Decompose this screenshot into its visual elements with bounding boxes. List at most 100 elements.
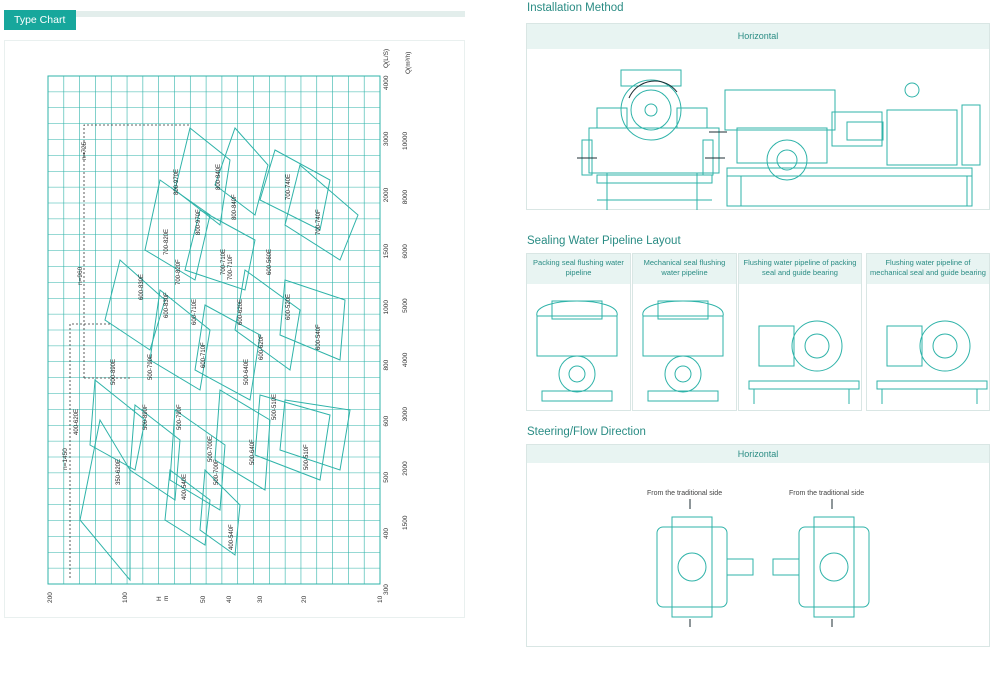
type-chart-header-bar xyxy=(76,11,465,17)
seal-panel-packing-guide-label: Flushing water pipeline of packing seal … xyxy=(739,254,861,284)
model-label: 400-620E xyxy=(74,409,80,435)
q-ls-tick: 600 xyxy=(383,415,390,426)
head-axis-label: H xyxy=(156,596,163,601)
steering-title: Steering/Flow Direction xyxy=(527,426,646,438)
model-label: 800-970E xyxy=(174,169,180,195)
packing-guide-drawing xyxy=(748,320,860,404)
q-m3h-tick: 5000 xyxy=(402,298,409,313)
performance-zone xyxy=(279,399,351,471)
model-label: 400-540F xyxy=(229,524,235,550)
model-label: 350-620E xyxy=(116,459,122,485)
model-label: 700-740E xyxy=(286,174,292,200)
model-label: 800-840E xyxy=(216,164,222,190)
performance-zone xyxy=(164,469,211,546)
head-tick: 30 xyxy=(257,595,264,603)
installation-mode-label: Horizontal xyxy=(527,24,989,49)
head-tick: 200 xyxy=(47,592,54,603)
performance-zone xyxy=(279,279,346,361)
seal-panel-mechanical-guide: Flushing water pipeline of mechanical se… xyxy=(866,253,990,411)
steering-panel: Horizontal From the traditional side Fro… xyxy=(526,444,990,647)
head-tick: 10 xyxy=(377,595,384,603)
performance-zone xyxy=(169,409,226,511)
seal-panel-packing-label: Packing seal flushing water pipeline xyxy=(527,254,630,284)
performance-zone xyxy=(144,179,211,281)
seal-panel-mechanical-guide-label: Flushing water pipeline of mechanical se… xyxy=(867,254,989,284)
model-label: 700-710F xyxy=(228,254,234,280)
performance-zone xyxy=(214,127,269,216)
head-tick: 40 xyxy=(226,595,233,603)
q-m3h-tick: 6000 xyxy=(402,244,409,259)
head-unit-label: m xyxy=(163,596,170,601)
head-tick: 100 xyxy=(122,592,129,603)
installation-drawing xyxy=(577,69,981,210)
model-label: 600-620E xyxy=(238,299,244,325)
model-label: 500-700F xyxy=(214,459,220,485)
performance-zone xyxy=(104,259,166,351)
q-m3h-tick: 3000 xyxy=(402,407,409,422)
performance-zone xyxy=(234,269,301,371)
q-ls-tick: 3000 xyxy=(383,131,390,146)
chart-border xyxy=(47,75,381,585)
model-label: 500-700E xyxy=(208,436,214,462)
q-ls-tick: 1500 xyxy=(383,243,390,258)
model-label: 700-820F xyxy=(176,259,182,285)
steering-mode-label: Horizontal xyxy=(527,445,989,463)
seal-panel-packing: Packing seal flushing water pipeline xyxy=(526,253,631,411)
model-label: 600-620F xyxy=(259,334,265,360)
q-ls-axis-label: Q(L/S) xyxy=(383,49,390,68)
performance-zones xyxy=(69,124,359,582)
q-ls-tick: 2000 xyxy=(383,187,390,202)
seal-panel-packing-guide: Flushing water pipeline of packing seal … xyxy=(738,253,862,411)
performance-zone xyxy=(129,404,181,501)
q-m3h-tick: 1500 xyxy=(402,515,409,530)
mechanical-seal-drawing xyxy=(642,300,724,402)
model-label: 700-710E xyxy=(221,249,227,275)
steering-left-caption: From the traditional side xyxy=(647,490,723,497)
model-label: 500-640F xyxy=(250,439,256,465)
head-tick: 20 xyxy=(301,595,308,603)
packing-seal-drawing xyxy=(536,300,618,402)
seal-panel-mechanical-label: Mechanical seal flushing water pipeline xyxy=(633,254,736,284)
model-label: 800-970F xyxy=(196,209,202,235)
model-label: 500-890F xyxy=(143,404,149,430)
q-ls-tick: 4000 xyxy=(383,75,390,90)
steering-right-caption: From the traditional side xyxy=(789,490,865,497)
installation-method-title: Installation Method xyxy=(527,2,624,14)
performance-zone xyxy=(149,289,211,391)
model-label: 500-510F xyxy=(304,444,310,470)
speed-guide xyxy=(83,124,190,378)
type-chart-tab: Type Chart xyxy=(4,10,76,30)
q-m3h-axis-label: Q(m³/h) xyxy=(405,52,412,74)
q-ls-tick: 500 xyxy=(383,472,390,483)
steering-drawing xyxy=(656,499,870,627)
model-label: 600-710E xyxy=(192,299,198,325)
installation-panel: Horizontal xyxy=(526,23,990,210)
q-m3h-tick: 4000 xyxy=(402,352,409,367)
performance-zone xyxy=(79,418,131,582)
model-label: 600-830E xyxy=(139,274,145,300)
performance-zone xyxy=(89,379,146,471)
q-ls-tick: 1000 xyxy=(383,300,390,315)
model-label: 800-840F xyxy=(232,194,238,220)
q-m3h-tick: 8000 xyxy=(402,189,409,204)
model-label: 700-740F xyxy=(316,209,322,235)
model-label: 500-510E xyxy=(272,394,278,420)
performance-zone xyxy=(254,394,331,481)
performance-zone xyxy=(174,127,231,226)
model-label: 600-540F xyxy=(316,324,322,350)
model-label: 500-790F xyxy=(177,404,183,430)
model-label: 700-820E xyxy=(164,229,170,255)
q-ls-tick: 300 xyxy=(383,584,390,595)
performance-zone xyxy=(214,389,271,491)
speed-label: n=725 xyxy=(81,141,88,160)
speed-guide xyxy=(69,323,112,578)
performance-zone xyxy=(184,209,256,291)
model-label: 600-830F xyxy=(164,292,170,318)
model-label: 500-890E xyxy=(111,359,117,385)
type-chart-frame xyxy=(4,40,465,618)
performance-zone xyxy=(199,468,241,556)
q-m3h-tick: 10000 xyxy=(402,132,409,150)
model-label: 600-560E xyxy=(267,249,273,275)
q-m3h-tick: 2000 xyxy=(402,461,409,476)
chart-grid xyxy=(47,75,381,585)
